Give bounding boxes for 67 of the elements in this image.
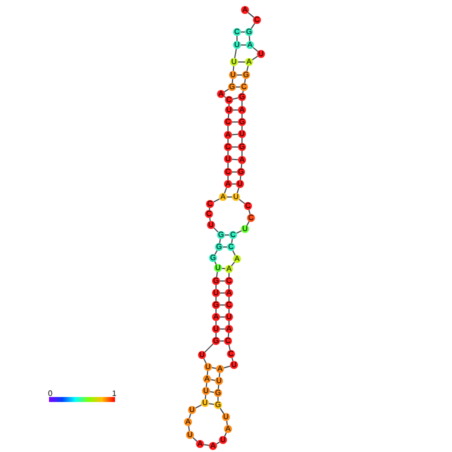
backbone-line — [220, 408, 224, 414]
backbone-line — [219, 238, 221, 244]
base-pair-line — [236, 74, 242, 76]
backbone-line — [228, 284, 230, 290]
backbone-line — [244, 78, 246, 84]
backbone-line — [228, 104, 230, 106]
backbone-line — [248, 209, 251, 215]
backbone-line — [226, 420, 228, 426]
backbone-line — [192, 437, 198, 442]
backbone-line — [228, 113, 230, 119]
backbone-line — [206, 382, 208, 388]
backbone-line — [228, 344, 231, 351]
backbone-line — [248, 36, 250, 42]
scale-label: 1 — [112, 389, 116, 398]
base-pair-line — [222, 246, 228, 248]
backbone-line — [228, 308, 230, 314]
backbone-line — [236, 187, 240, 194]
base-pair-line — [210, 379, 216, 381]
backbone-line — [228, 296, 230, 302]
base-pair-line — [232, 97, 239, 100]
backbone-line — [240, 175, 242, 181]
base-pair-line — [208, 403, 215, 405]
base-pair-line — [226, 196, 232, 198]
backbone-line — [228, 320, 230, 326]
backbone-line — [218, 384, 220, 390]
backbone-line — [206, 370, 208, 376]
base-pair-line — [220, 328, 226, 330]
backbone-line — [228, 272, 230, 278]
base-pair-line — [220, 304, 226, 306]
backbone-line — [248, 12, 254, 18]
base-pair-line — [240, 44, 246, 46]
backbone-line — [188, 425, 190, 432]
backbone-line — [223, 366, 231, 368]
backbone-line — [240, 163, 242, 169]
backbone-line — [224, 88, 230, 92]
backbone-line — [218, 372, 220, 378]
backbone-line — [228, 332, 230, 338]
backbone-line — [209, 217, 211, 222]
backbone-line — [250, 22, 256, 30]
base-pair-line — [220, 292, 226, 294]
backbone-line — [204, 343, 214, 353]
backbone-line — [203, 444, 210, 446]
base-pair-line — [209, 391, 215, 393]
base-pair-line — [232, 146, 238, 148]
backbone-line — [238, 198, 246, 204]
backbone-line — [234, 48, 237, 59]
base-pair-line — [224, 234, 230, 236]
backbone-line — [236, 36, 238, 42]
backbone-line — [224, 96, 226, 98]
base-pair-line — [211, 367, 217, 369]
base-pair-line — [220, 316, 226, 318]
base-pair-line — [220, 280, 226, 282]
base-pair-line — [236, 86, 240, 88]
backbone-line — [208, 207, 210, 211]
base-pair-line — [220, 340, 224, 342]
backbone-line — [232, 78, 234, 84]
base-pair-line — [232, 134, 238, 136]
base-pair-line — [232, 158, 238, 160]
backbone-line — [204, 394, 206, 400]
scale-label: 0 — [48, 389, 52, 398]
backbone-line — [231, 238, 233, 244]
backbone-line — [188, 413, 192, 419]
base-pair-line — [221, 268, 226, 270]
backbone-line — [252, 56, 258, 60]
backbone-line — [246, 65, 249, 72]
backbone-line — [232, 66, 234, 72]
backbone-line — [216, 271, 218, 278]
